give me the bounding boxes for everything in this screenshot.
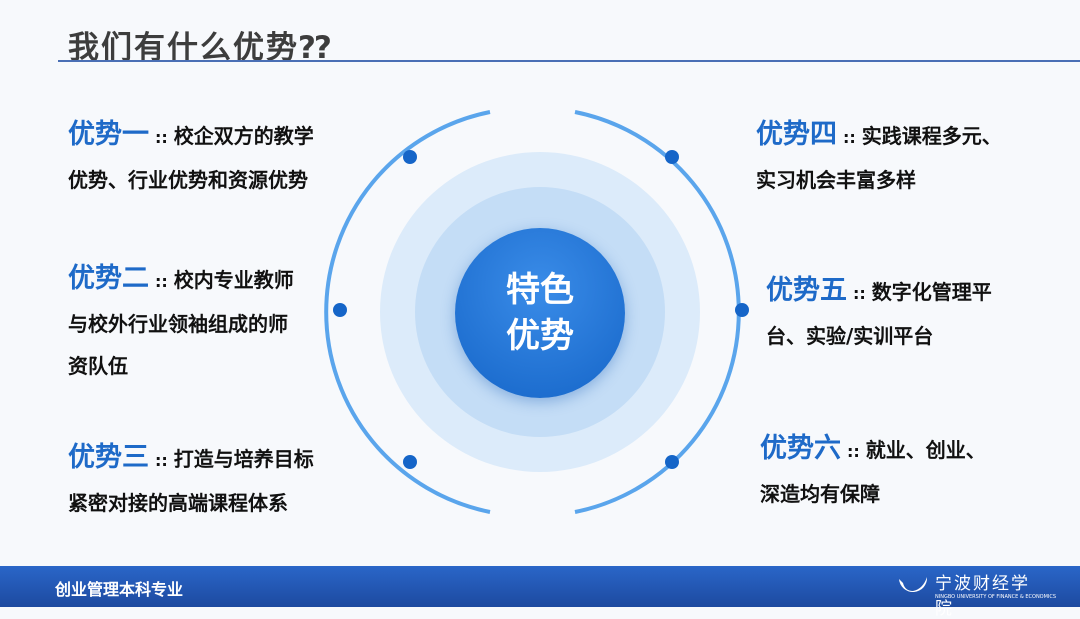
advantage-text: 优势、行业优势和资源优势 [68,168,308,192]
advantage-head: 优势二 [68,263,149,294]
advantage-text: 实践课程多元、 [861,124,1002,148]
university-logo: 宁波财经学院 NINGBO UNIVERSITY OF FINANCE & EC… [895,569,1056,619]
dot-6 [665,455,679,469]
dot-2 [333,303,347,317]
footer-label: 创业管理本科专业 [55,580,184,599]
advantage-4: 优势四::实践课程多元、实习机会丰富多样 [756,114,1002,201]
separator: :: [843,128,856,147]
advantage-head: 优势五 [766,275,847,306]
left-arc [324,110,491,514]
separator: :: [155,451,168,470]
dot-4 [665,150,679,164]
advantage-text: 与校外行业领袖组成的师 [68,312,288,336]
crane-logo-icon [899,577,928,593]
advantage-text: 紧密对接的高端课程体系 [68,491,288,515]
advantage-text: 校企双方的教学 [173,124,314,148]
dot-5 [735,303,749,317]
dot-1 [403,150,417,164]
separator: :: [847,442,860,461]
advantage-2: 优势二::校内专业教师与校外行业领袖组成的师资队伍 [68,258,294,387]
advantage-head: 优势一 [68,119,149,150]
title-divider [58,60,1080,62]
advantage-text: 数字化管理平 [871,280,992,304]
advantage-head: 优势四 [756,119,837,150]
advantage-text: 校内专业教师 [173,268,294,292]
advantage-text: 深造均有保障 [760,482,880,506]
separator: :: [155,128,168,147]
center-badge: 特色优势 [455,228,625,398]
advantage-head: 优势六 [760,433,841,464]
center-line1: 特色 [506,270,574,310]
advantage-text: 实习机会丰富多样 [756,168,916,192]
advantage-6: 优势六::就业、创业、深造均有保障 [760,428,986,515]
advantage-5: 优势五::数字化管理平台、实验/实训平台 [766,270,992,357]
advantage-1: 优势一::校企双方的教学优势、行业优势和资源优势 [68,114,314,201]
separator: :: [155,272,168,291]
advantage-text: 台、实验/实训平台 [766,324,934,348]
dot-3 [403,455,417,469]
advantage-head: 优势三 [68,442,149,473]
advantage-3: 优势三::打造与培养目标紧密对接的高端课程体系 [68,437,314,524]
logo-text-en: NINGBO UNIVERSITY OF FINANCE & ECONOMICS [935,594,1057,600]
advantage-text: 资队伍 [68,354,128,378]
center-line2: 优势 [506,316,574,356]
footer-bar: 创业管理本科专业 宁波财经学院 NINGBO UNIVERSITY OF FIN… [0,566,1080,619]
advantage-text: 就业、创业、 [865,438,986,462]
advantage-text: 打造与培养目标 [173,447,314,471]
separator: :: [853,284,866,303]
